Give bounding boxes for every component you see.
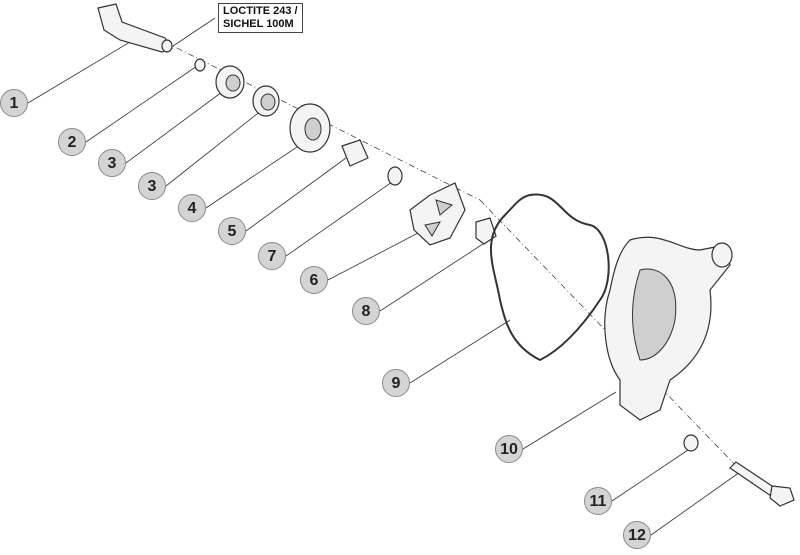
pump-cover (604, 236, 733, 421)
callout-6[interactable]: 6 (300, 266, 328, 294)
bolt (729, 461, 795, 507)
gasket (490, 193, 610, 362)
washer (387, 166, 403, 186)
bearing-1 (215, 65, 245, 99)
callout-10[interactable]: 10 (495, 435, 523, 463)
loctite-note: LOCTITE 243 / SICHEL 100M (218, 3, 303, 33)
spacer-sleeve (341, 139, 369, 167)
callout-4[interactable]: 4 (178, 194, 206, 222)
o-ring (194, 58, 206, 72)
impeller (409, 182, 466, 246)
callout-7[interactable]: 7 (258, 242, 286, 270)
impeller-nut (475, 217, 497, 245)
pump-shaft (97, 3, 173, 53)
callout-5[interactable]: 5 (218, 217, 246, 245)
callout-2[interactable]: 2 (58, 128, 86, 156)
leader-lines (27, 17, 741, 536)
bearing-2 (252, 85, 280, 117)
callout-11[interactable]: 11 (584, 487, 612, 515)
callout-3a[interactable]: 3 (98, 149, 126, 177)
callout-12[interactable]: 12 (623, 521, 651, 549)
note-line-1: LOCTITE 243 / (223, 5, 298, 17)
note-line-2: SICHEL 100M (223, 18, 294, 30)
callout-9[interactable]: 9 (382, 369, 410, 397)
shaft-seal (289, 103, 331, 153)
callout-8[interactable]: 8 (352, 297, 380, 325)
callout-1[interactable]: 1 (0, 89, 28, 117)
sealing-washer (683, 434, 699, 452)
callout-3b[interactable]: 3 (138, 172, 166, 200)
